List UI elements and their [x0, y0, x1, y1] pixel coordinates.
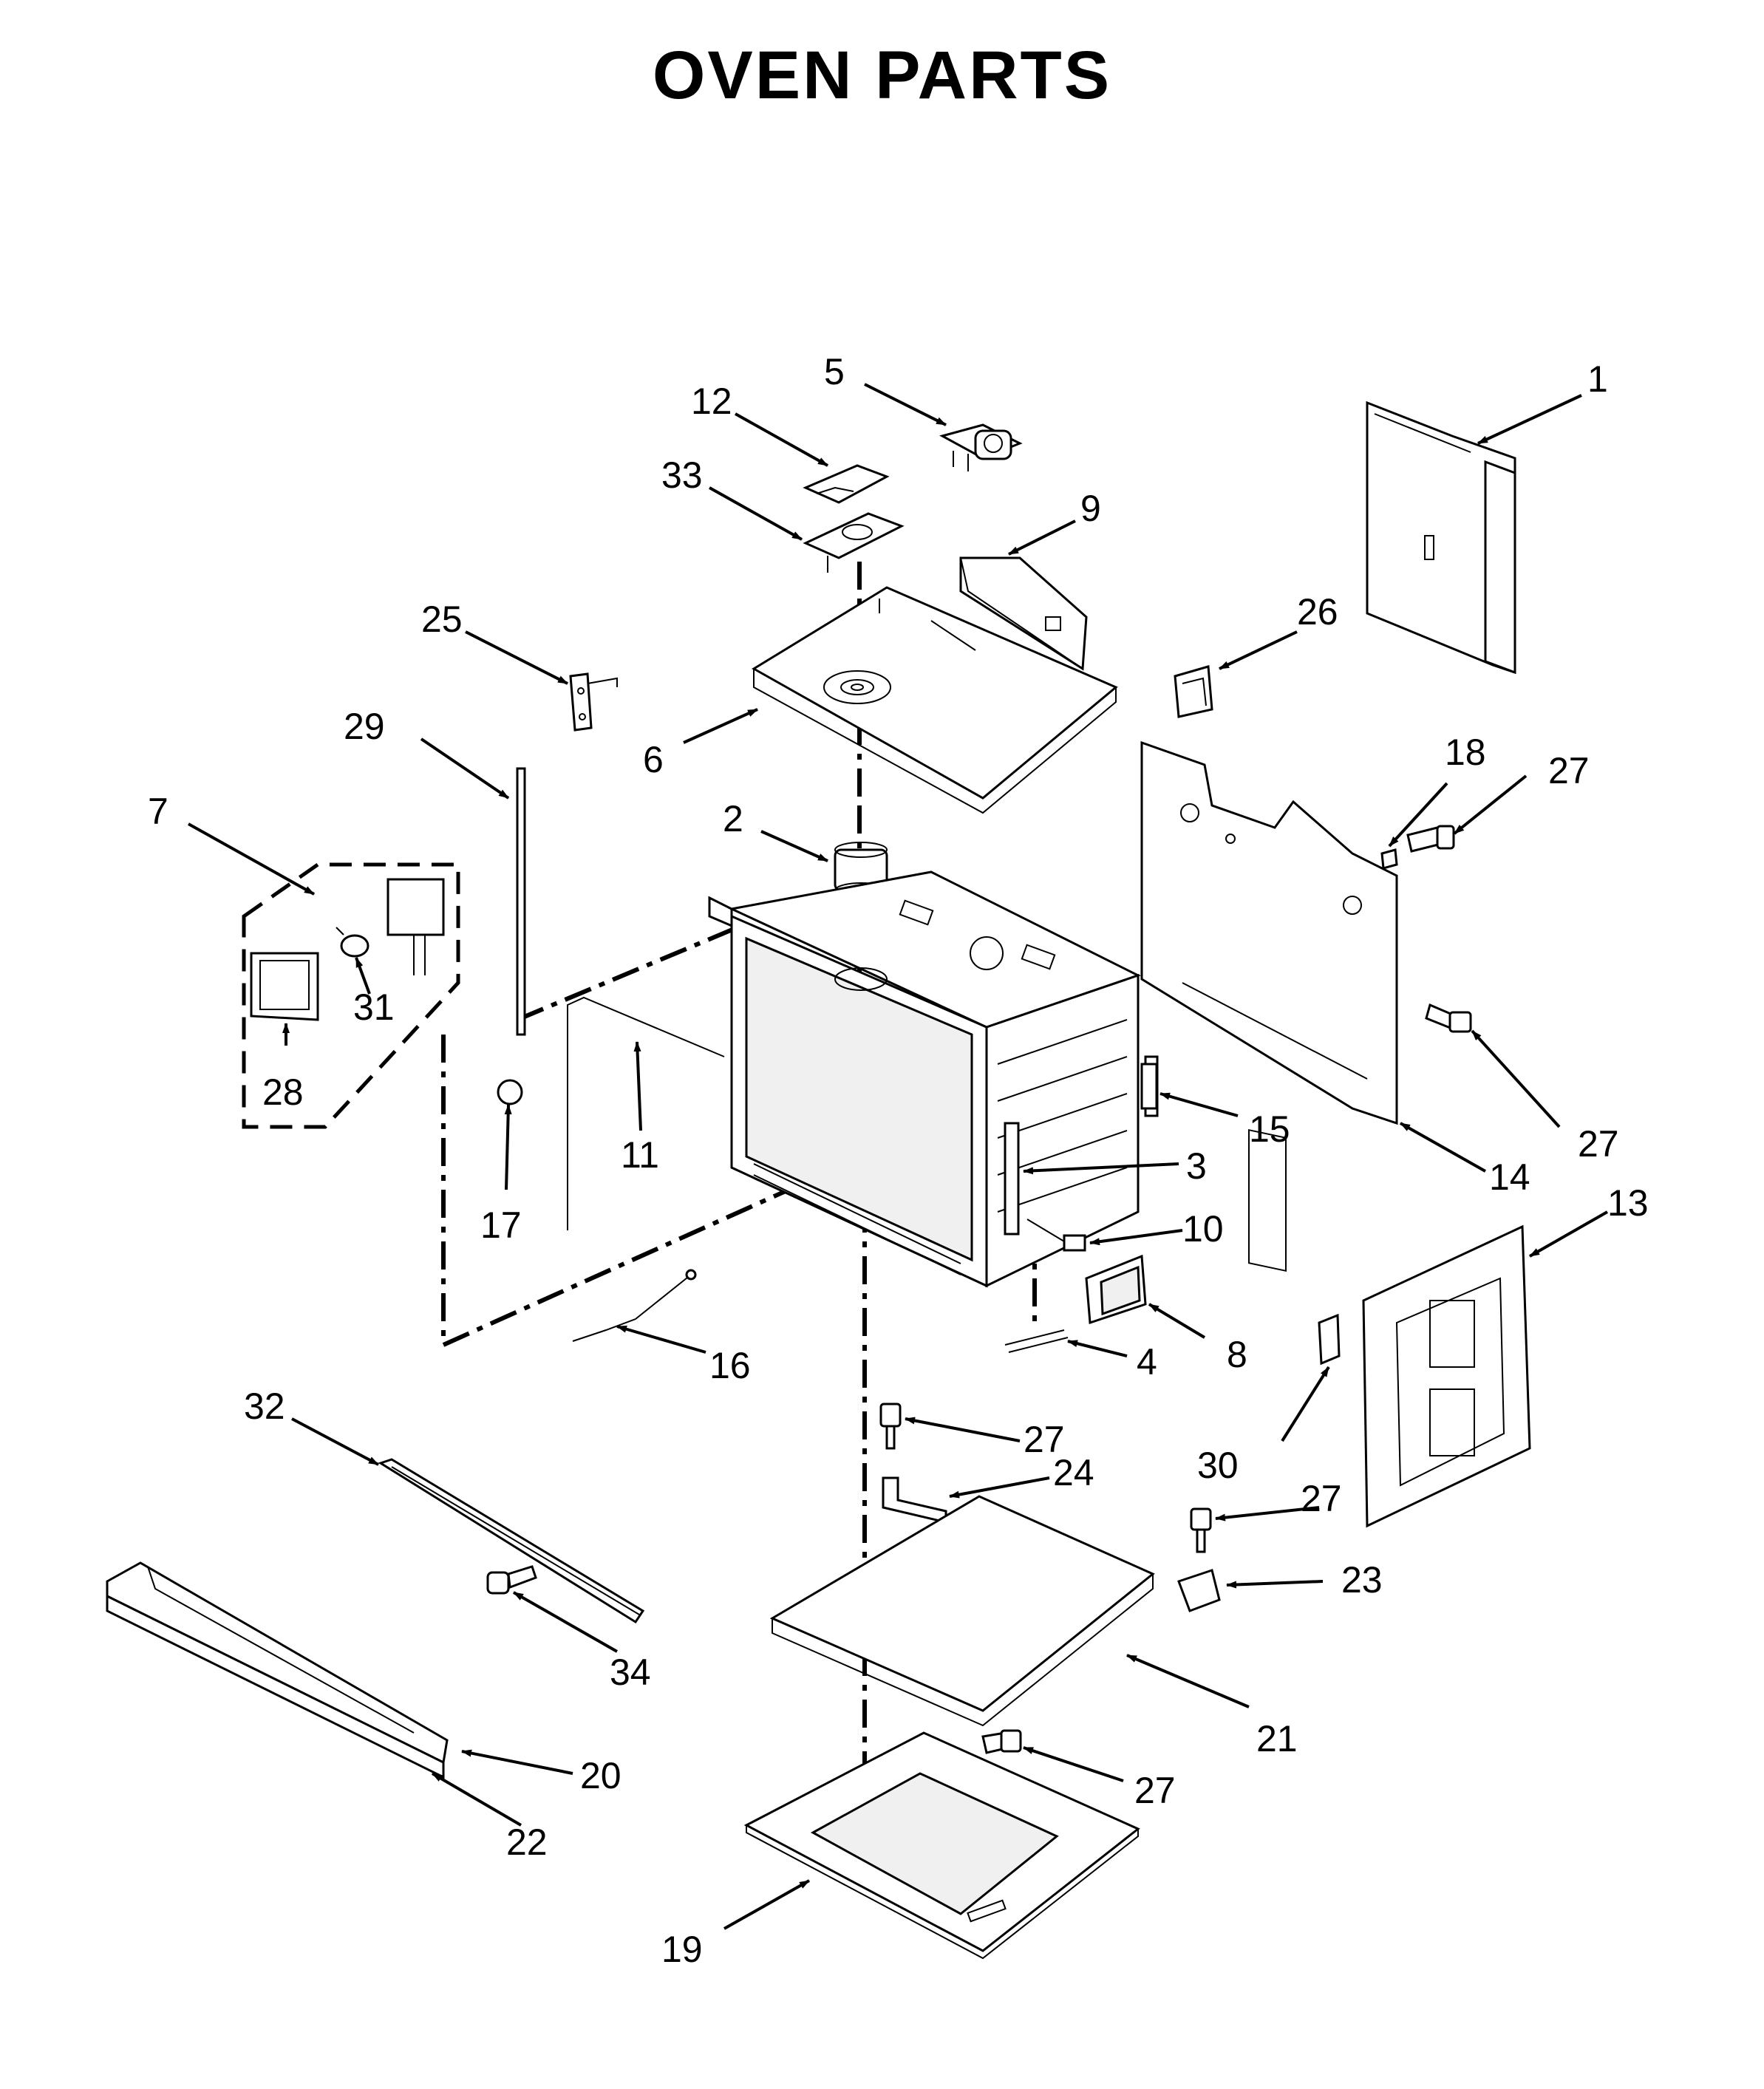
part-30-bracket: [1318, 1313, 1341, 1366]
part-1-side-panel: [1366, 401, 1516, 675]
part-21-bottom-panel: [769, 1495, 1155, 1727]
callout-6: 6: [643, 739, 664, 780]
leader-lines: [188, 383, 1608, 1930]
part-24-bracket: [882, 1476, 947, 1524]
callout-24: 24: [1053, 1452, 1094, 1493]
callout-19: 19: [661, 1929, 703, 1970]
part-19-base-pan: [743, 1731, 1140, 1960]
callout-13: 13: [1607, 1182, 1649, 1224]
part-13-side-panel: [1362, 1224, 1531, 1528]
callout-27-rear: 27: [1578, 1123, 1619, 1165]
callout-2: 2: [723, 798, 743, 839]
page-title: OVEN PARTS: [652, 38, 1112, 113]
callout-17: 17: [480, 1204, 522, 1246]
part-7-control-group: [242, 862, 460, 1129]
callout-20: 20: [580, 1755, 622, 1796]
callout-labels: 1 2 3 4 5 6 7 8 9 10 11 12 13 14 15 16 1…: [148, 351, 1649, 1970]
callout-4: 4: [1137, 1341, 1157, 1383]
callout-25: 25: [421, 599, 463, 640]
part-4-bracket: [1004, 1329, 1069, 1353]
callout-29: 29: [344, 706, 385, 747]
oven-cavity: [708, 870, 1159, 1288]
part-27-screw-b: [1425, 1003, 1472, 1033]
callout-1: 1: [1587, 358, 1608, 400]
part-20-trim: [106, 1561, 449, 1765]
callout-28: 28: [262, 1071, 304, 1113]
callout-5: 5: [824, 351, 845, 392]
part-25-bracket: [569, 672, 618, 732]
callout-8: 8: [1227, 1334, 1247, 1375]
callout-12: 12: [691, 381, 732, 422]
part-16-sensor: [572, 1269, 697, 1342]
callout-11: 11: [621, 1134, 659, 1176]
callout-27-bottom: 27: [1134, 1770, 1176, 1811]
callout-3: 3: [1186, 1145, 1207, 1187]
callout-31: 31: [353, 986, 395, 1028]
callout-16: 16: [709, 1345, 751, 1386]
callout-27-top: 27: [1548, 750, 1590, 791]
callout-23: 23: [1341, 1559, 1383, 1601]
callout-14: 14: [1489, 1156, 1530, 1198]
callout-9: 9: [1080, 488, 1101, 529]
part-15-connector: [1140, 1063, 1158, 1110]
part-6-top-panel: [752, 586, 1118, 814]
part-27-screw-c: [879, 1403, 902, 1450]
callout-33: 33: [661, 454, 703, 496]
part-9-vent-duct: [959, 556, 1088, 671]
callout-18: 18: [1445, 732, 1486, 773]
callout-7: 7: [148, 791, 168, 832]
part-27-screw-e: [981, 1729, 1022, 1754]
callout-10: 10: [1182, 1208, 1224, 1250]
callout-15: 15: [1249, 1108, 1290, 1150]
part-8-filter: [1085, 1254, 1147, 1325]
callout-32: 32: [244, 1386, 285, 1427]
part-29-rod: [516, 767, 526, 1036]
part-27-screw-d: [1190, 1507, 1212, 1553]
part-32-rail: [378, 1458, 645, 1624]
callout-21: 21: [1256, 1718, 1298, 1759]
callout-27-right: 27: [1301, 1478, 1342, 1519]
part-17-knob: [497, 1079, 523, 1105]
part-33-motor-mount: [803, 512, 905, 573]
part-11-element: [567, 996, 725, 1230]
part-18-clip: [1380, 848, 1398, 870]
part-34-screw: [486, 1565, 537, 1595]
callout-34: 34: [610, 1652, 651, 1693]
callout-26: 26: [1297, 591, 1338, 633]
part-22-trim: [106, 1566, 445, 1779]
callout-30: 30: [1197, 1445, 1239, 1486]
part-27-screw-a: [1406, 825, 1455, 853]
part-14-rear-panel: [1140, 740, 1398, 1272]
callout-27-mid: 27: [1024, 1419, 1065, 1460]
part-10-screw: [1026, 1219, 1086, 1252]
part-12-bracket: [803, 464, 890, 504]
part-23-bracket: [1177, 1569, 1221, 1612]
callout-22: 22: [506, 1822, 548, 1863]
part-5-motor-switch: [939, 423, 1023, 471]
part-26-bracket: [1174, 665, 1213, 718]
